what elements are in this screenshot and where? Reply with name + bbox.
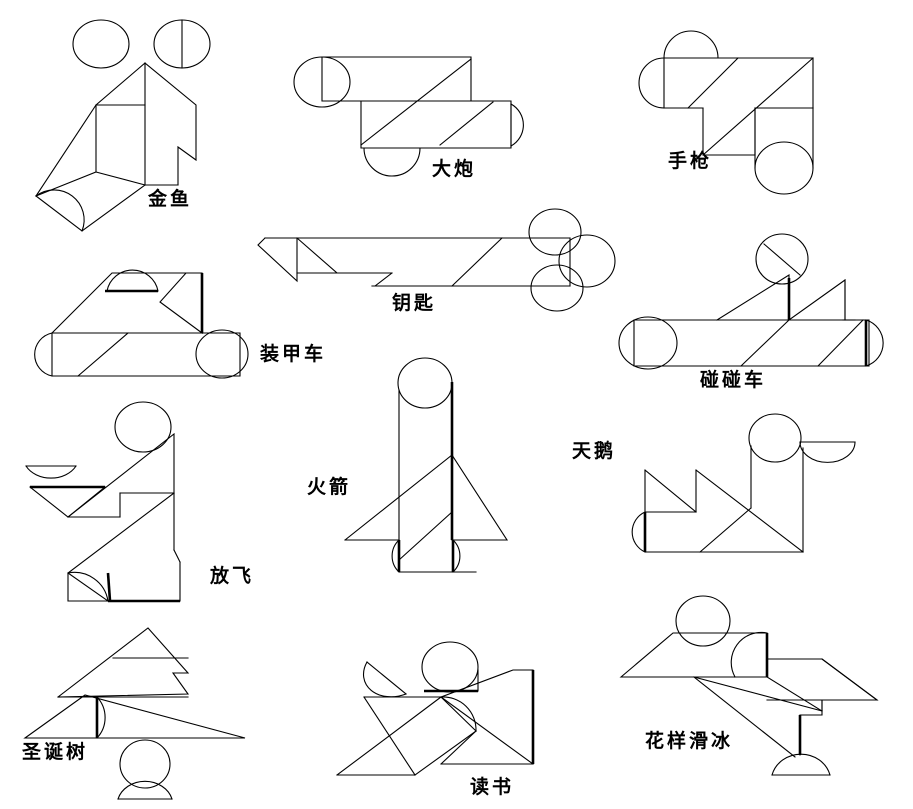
figure-armored-car	[34, 269, 249, 379]
figure-label-bumper-car: 碰碰车	[700, 369, 767, 391]
figure-goldfish	[34, 19, 211, 232]
figure-bumper-car	[618, 233, 884, 370]
figure-label-christmas-tree: 圣诞树	[22, 741, 89, 763]
figure-cannon	[293, 56, 524, 177]
figure-rocket	[344, 357, 509, 573]
figure-label-figure-skating: 花样滑冰	[645, 730, 734, 752]
figure-label-swan: 天鹅	[572, 440, 617, 462]
figure-key	[257, 208, 616, 312]
figure-label-rocket: 火箭	[307, 476, 352, 498]
figure-label-key: 钥匙	[392, 292, 437, 314]
figure-label-cannon: 大炮	[432, 158, 477, 180]
figure-label-pistol: 手枪	[668, 150, 713, 172]
figure-swan	[631, 413, 856, 553]
figure-kite-flying	[25, 401, 181, 603]
figure-label-goldfish: 金鱼	[148, 188, 193, 210]
figure-label-reading: 读书	[470, 776, 515, 798]
figure-christmas-tree	[23, 627, 246, 800]
figure-label-armored-car: 装甲车	[260, 343, 327, 365]
figure-reading	[336, 641, 535, 776]
figure-label-kite-flying: 放飞	[210, 565, 255, 587]
figure-skating	[619, 595, 879, 776]
figure-pistol	[638, 30, 814, 195]
